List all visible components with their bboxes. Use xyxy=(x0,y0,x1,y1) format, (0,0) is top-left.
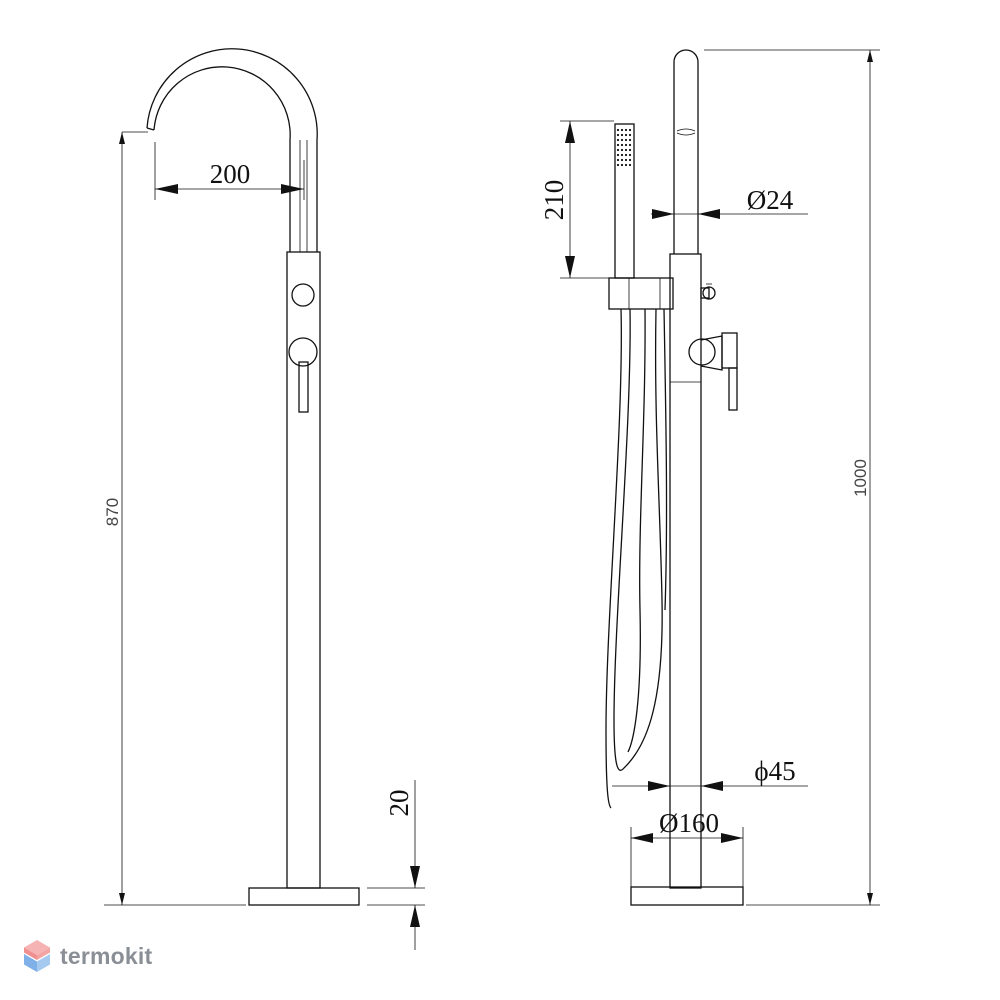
dim-handshower-length: 210 xyxy=(539,120,614,279)
dim-base-diameter: Ø160 xyxy=(630,808,744,887)
side-view-faucet xyxy=(146,48,360,906)
dim-pipe-diameter: Ø24 xyxy=(651,185,808,219)
cube-logo-icon xyxy=(24,940,50,972)
shower-nozzles xyxy=(616,128,632,167)
brand-logo: termokit xyxy=(22,936,152,976)
dim-label-base-diameter: Ø160 xyxy=(659,808,719,838)
brand-logo-text: termokit xyxy=(60,942,153,969)
dim-label-base-thickness: 20 xyxy=(384,790,414,817)
dim-label-spout-reach: 200 xyxy=(210,159,251,189)
dim-label-spout-height: 870 xyxy=(103,498,122,526)
dim-spout-reach: 200 xyxy=(154,142,305,200)
front-view-faucet xyxy=(605,49,744,906)
dim-label-handshower-length: 210 xyxy=(539,180,569,221)
dim-base-thickness: 20 xyxy=(367,780,425,950)
dim-column-diameter: ϕ45 xyxy=(612,756,808,791)
dim-label-pipe-diameter: Ø24 xyxy=(747,185,794,215)
dim-label-column-diameter: ϕ45 xyxy=(754,756,795,786)
dim-spout-height: 870 xyxy=(103,131,246,906)
dim-label-total-height: 1000 xyxy=(851,459,870,497)
dim-total-height: 1000 xyxy=(704,49,880,906)
